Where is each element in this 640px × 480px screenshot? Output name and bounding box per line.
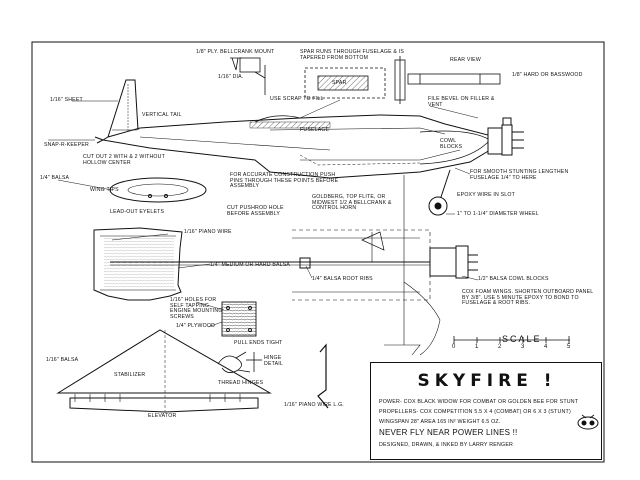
scale-number: 0 xyxy=(452,344,456,350)
title-block: SKYFIRE ! POWER- COX BLACK WIDOW FOR COM… xyxy=(370,362,602,460)
label-vertical-tail: VERTICAL TAIL xyxy=(142,112,182,118)
label-spar: SPAR xyxy=(332,80,347,86)
label-piano-wire: 1/16" PIANO WIRE xyxy=(184,229,232,235)
scale-number: 4 xyxy=(544,344,548,350)
label-spar-note: SPAR RUNS THROUGH FUSELAGE & IS TAPERED … xyxy=(300,49,405,61)
sheet-border xyxy=(31,41,605,463)
label-cox-foam: COX FOAM WINGS. SHORTEN OUTBOARD PANEL B… xyxy=(462,289,594,307)
scale-bar xyxy=(453,336,570,344)
label-smooth-stunting: FOR SMOOTH STUNTING LENGTHEN FUSELAGE 1/… xyxy=(470,169,569,181)
warning-line: NEVER FLY NEAR POWER LINES !! xyxy=(379,428,518,437)
landing-gear-wire xyxy=(317,343,329,409)
engine-mount-plywood xyxy=(221,301,257,337)
rear-view-sketch xyxy=(304,56,501,104)
label-file-bevel: FILE BEVEL ON FILLER & VENT xyxy=(428,96,495,108)
label-hard-basswood: 1/8" HARD OR BASSWOOD xyxy=(512,72,583,78)
stabilizer-plan xyxy=(56,329,272,413)
label-thread-hinges: THREAD HINGES xyxy=(218,380,264,386)
label-snap-r-keeper: SNAP-R-KEEPER xyxy=(44,142,89,148)
bellcrank-mount-sketch xyxy=(230,57,266,95)
leader-lines xyxy=(48,99,479,328)
scale-number: 2 xyxy=(498,344,502,350)
wing-plan-view xyxy=(93,175,478,356)
wing-tip-sketch xyxy=(109,177,207,203)
label-cowl-blocks-half: 1/2" BALSA COWL BLOCKS xyxy=(478,276,549,282)
label-fuselage: FUSELAGE xyxy=(300,127,330,133)
label-elevator: ELEVATOR xyxy=(148,413,177,419)
label-accurate: FOR ACCURATE CONSTRUCTION PUSH PINS THRO… xyxy=(230,172,339,190)
label-epoxy-wire: EPOXY WIRE IN SLOT xyxy=(457,192,515,198)
designer-logo xyxy=(577,414,599,430)
label-goldberg: GOLDBERG, TOP FLITE, OR MIDWEST 1/2 A BE… xyxy=(312,194,392,212)
label-plywood: 1/4" PLYWOOD xyxy=(176,323,216,329)
label-balsa-sixteenth: 1/16" BALSA xyxy=(46,357,79,363)
credits-line: DESIGNED, DRAWN, & INKED BY LARRY RENGER xyxy=(379,442,514,448)
label-cut-pushrod: CUT PUSHROD HOLE BEFORE ASSEMBLY xyxy=(227,205,284,217)
label-root-ribs: 1/4" BALSA ROOT RIBS xyxy=(312,276,373,282)
label-holes: 1/16" HOLES FOR SELF TAPPING ENGINE MOUN… xyxy=(170,297,223,321)
scale-number: 5 xyxy=(567,344,571,350)
label-piano-wire-lg: 1/16" PIANO WIRE L.G. xyxy=(284,402,344,408)
label-balsa-quarter: 1/4" BALSA xyxy=(40,175,70,181)
label-stabilizer: STABILIZER xyxy=(114,372,146,378)
label-lead-out: LEAD-OUT EYELETS xyxy=(110,209,165,215)
label-hinge-detail: HINGE DETAIL xyxy=(264,355,283,367)
label-rear-view: REAR VIEW xyxy=(450,57,481,63)
label-dia: 1/16" DIA. xyxy=(218,74,244,80)
hinge-detail-sketch xyxy=(217,351,262,373)
scale-number: 1 xyxy=(475,344,479,350)
label-bellcrank-mount: 1/8" PLY. BELLCRANK MOUNT xyxy=(196,49,275,55)
fuselage-side-view xyxy=(94,79,524,216)
plan-title: SKYFIRE ! xyxy=(417,371,557,391)
label-cowl-blocks-top: COWL BLOCKS xyxy=(440,138,463,150)
scale-number: 3 xyxy=(521,344,525,350)
propellers-line: PROPELLERS- COX COMPETITION 5.5 X 4 (COM… xyxy=(379,409,571,415)
label-wing-tips: WING TIPS xyxy=(90,187,119,193)
power-line: POWER- COX BLACK WIDOW FOR COMBAT OR GOL… xyxy=(379,399,579,405)
scale-title: SCALE xyxy=(502,334,542,344)
label-sheet: 1/16" SHEET xyxy=(50,97,83,103)
label-cut-out: CUT OUT 2 WITH & 2 WITHOUT HOLLOW CENTER xyxy=(83,154,165,166)
label-diameter-wheel: 1" TO 1-1/4" DIAMETER WHEEL xyxy=(457,211,539,217)
label-pull-ends: PULL ENDS TIGHT xyxy=(234,340,283,346)
label-use-scrap: USE SCRAP TO FILL xyxy=(270,96,324,102)
specs-line: WINGSPAN 28" AREA 165 IN² WEIGHT 6.5 OZ. xyxy=(379,419,501,425)
label-medium-balsa: 1/4" MEDIUM OR HARD BALSA xyxy=(210,262,291,268)
